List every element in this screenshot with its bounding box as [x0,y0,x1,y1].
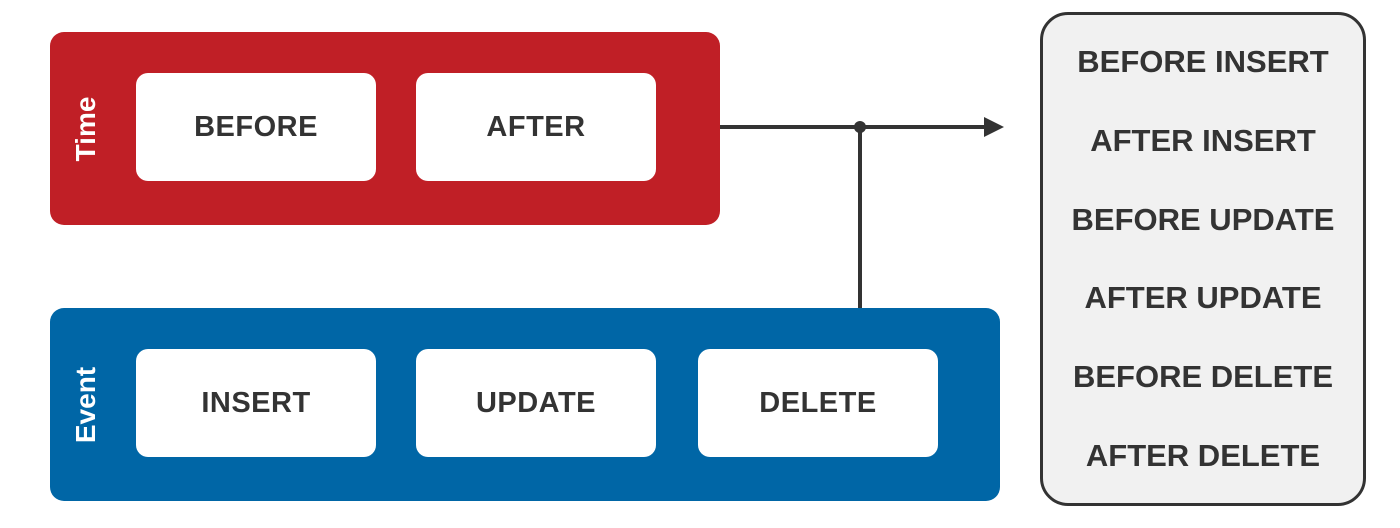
time-item-after: AFTER [416,73,656,181]
event-group-label: Event [70,366,101,443]
arrow-head-icon [984,117,1004,137]
time-group-label: Time [70,96,101,161]
event-item-delete: DELETE [698,349,938,457]
event-item-update: UPDATE [416,349,656,457]
event-item-insert: INSERT [136,349,376,457]
result-item: BEFORE UPDATE [1071,201,1335,237]
trigger-combinations-box: BEFORE INSERT AFTER INSERT BEFORE UPDATE… [1040,12,1366,506]
event-group: Event INSERT UPDATE DELETE [50,308,1000,501]
time-item-before: BEFORE [136,73,376,181]
result-item: AFTER UPDATE [1084,280,1322,316]
result-item: BEFORE INSERT [1077,44,1329,80]
result-item: AFTER INSERT [1090,122,1316,158]
result-item: AFTER DELETE [1085,437,1321,473]
junction-dot [854,121,866,133]
time-group: Time BEFORE AFTER [50,32,720,225]
result-item: BEFORE DELETE [1072,358,1334,394]
